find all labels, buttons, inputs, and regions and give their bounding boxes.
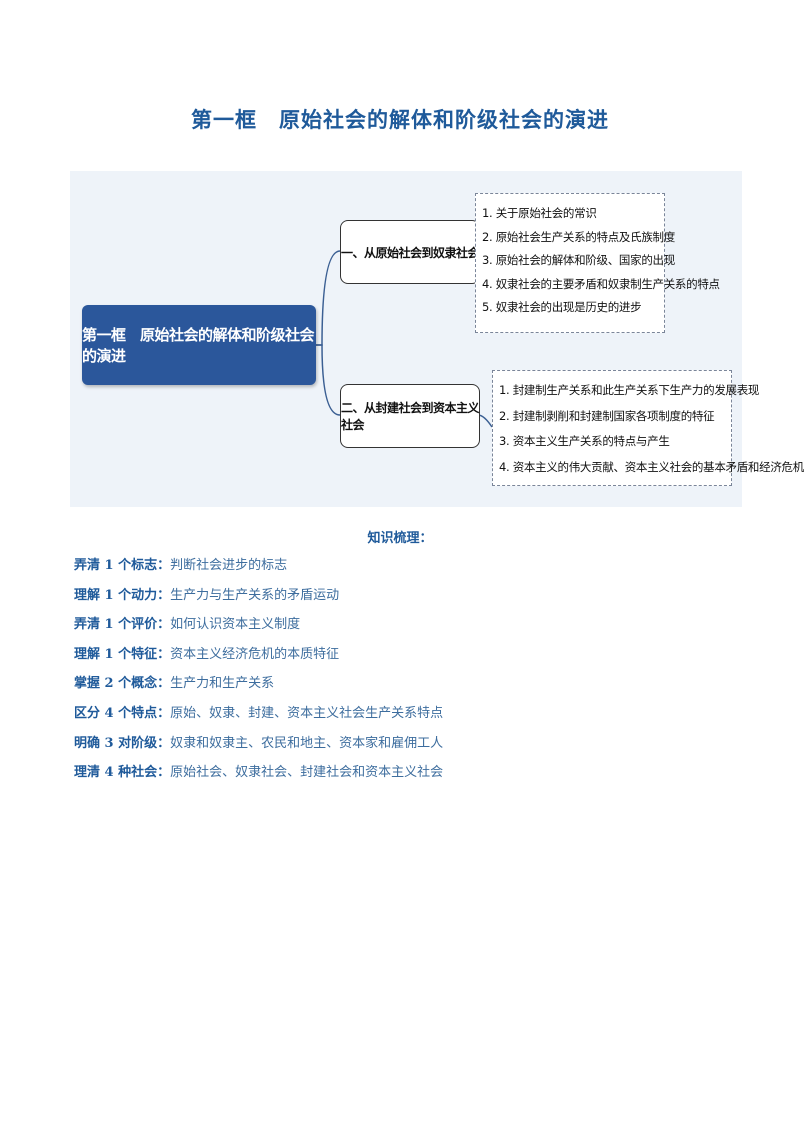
knowledge-point: 区分 4 个特点：原始、奴隶、封建、资本主义社会生产关系特点 — [74, 699, 443, 729]
point-text: 生产力与生产关系的矛盾运动 — [170, 587, 340, 603]
point-text: 资本主义经济危机的本质特征 — [170, 646, 340, 662]
leaf-item: 2. 封建制剥削和封建制国家各项制度的特征 — [499, 408, 715, 423]
point-label: 理解 1 个特征： — [74, 646, 171, 662]
knowledge-point: 弄清 1 个标志：判断社会进步的标志 — [74, 551, 443, 581]
connector-root-branch-1 — [316, 250, 341, 346]
knowledge-point: 明确 3 对阶级：奴隶和奴隶主、农民和地主、资本家和雇佣工人 — [74, 729, 443, 759]
leaf-item: 1. 关于原始社会的常识 — [482, 206, 597, 220]
knowledge-point: 弄清 1 个评价：如何认识资本主义制度 — [74, 610, 443, 640]
point-text: 如何认识资本主义制度 — [170, 617, 301, 633]
point-label: 区分 4 个特点： — [74, 705, 171, 721]
connector-root-branch-2 — [316, 344, 341, 416]
knowledge-heading: 知识梳理： — [367, 531, 433, 546]
point-label: 明确 3 对阶级： — [74, 735, 171, 751]
branch-2-leaf-box: 1. 封建制生产关系和此生产关系下生产力的发展表现 2. 封建制剥削和封建制国家… — [492, 370, 804, 486]
knowledge-point: 理解 1 个特征：资本主义经济危机的本质特征 — [74, 640, 443, 670]
point-label: 理解 1 个动力： — [74, 587, 171, 603]
point-text: 判断社会进步的标志 — [170, 558, 288, 573]
mind-map-branch-2: 二、从封建社会到资本主义社会 — [340, 384, 480, 448]
page-title: 第一框 原始社会的解体和阶级社会的演进 — [191, 107, 609, 132]
point-text: 原始、奴隶、封建、资本主义社会生产关系特点 — [170, 705, 444, 721]
leaf-item: 4. 奴隶社会的主要矛盾和奴隶制生产关系的特点 — [482, 276, 720, 291]
point-text: 奴隶和奴隶主、农民和地主、资本家和雇佣工人 — [170, 735, 444, 751]
knowledge-point: 理清 4 种社会：原始社会、奴隶社会、封建社会和资本主义社会 — [74, 758, 443, 788]
mind-map: 第一框 原始社会的解体和阶级社会的演进 一、从原始社会到奴隶社会 二、从封建社会… — [70, 171, 804, 507]
knowledge-point: 理解 1 个动力：生产力与生产关系的矛盾运动 — [74, 581, 443, 611]
point-label: 弄清 1 个标志： — [74, 558, 171, 573]
mind-map-branch-1: 一、从原始社会到奴隶社会 — [340, 220, 480, 284]
leaf-item: 5. 奴隶社会的出现是历史的进步 — [482, 300, 642, 314]
mind-map-root: 第一框 原始社会的解体和阶级社会的演进 — [82, 305, 316, 385]
connector-branch-2-leaves — [477, 414, 493, 428]
leaf-item: 4. 资本主义的伟大贡献、资本主义社会的基本矛盾和经济危机 — [499, 459, 804, 474]
branch-1-leaf-box: 1. 关于原始社会的常识 2. 原始社会生产关系的特点及氏族制度 3. 原始社会… — [475, 193, 720, 333]
knowledge-point: 掌握 2 个概念：生产力和生产关系 — [74, 669, 443, 699]
leaf-item: 3. 资本主义生产关系的特点与产生 — [499, 434, 670, 448]
point-label: 理清 4 种社会： — [74, 765, 171, 781]
leaf-item: 2. 原始社会生产关系的特点及氏族制度 — [482, 229, 675, 244]
point-label: 掌握 2 个概念： — [74, 676, 171, 692]
leaf-item: 1. 封建制生产关系和此生产关系下生产力的发展表现 — [499, 383, 760, 397]
point-text: 原始社会、奴隶社会、封建社会和资本主义社会 — [170, 765, 444, 781]
knowledge-point-list: 弄清 1 个标志：判断社会进步的标志 理解 1 个动力：生产力与生产关系的矛盾运… — [74, 551, 443, 788]
point-label: 弄清 1 个评价： — [74, 617, 171, 633]
leaf-item: 3. 原始社会的解体和阶级、国家的出现 — [482, 253, 675, 267]
point-text: 生产力和生产关系 — [170, 676, 275, 692]
